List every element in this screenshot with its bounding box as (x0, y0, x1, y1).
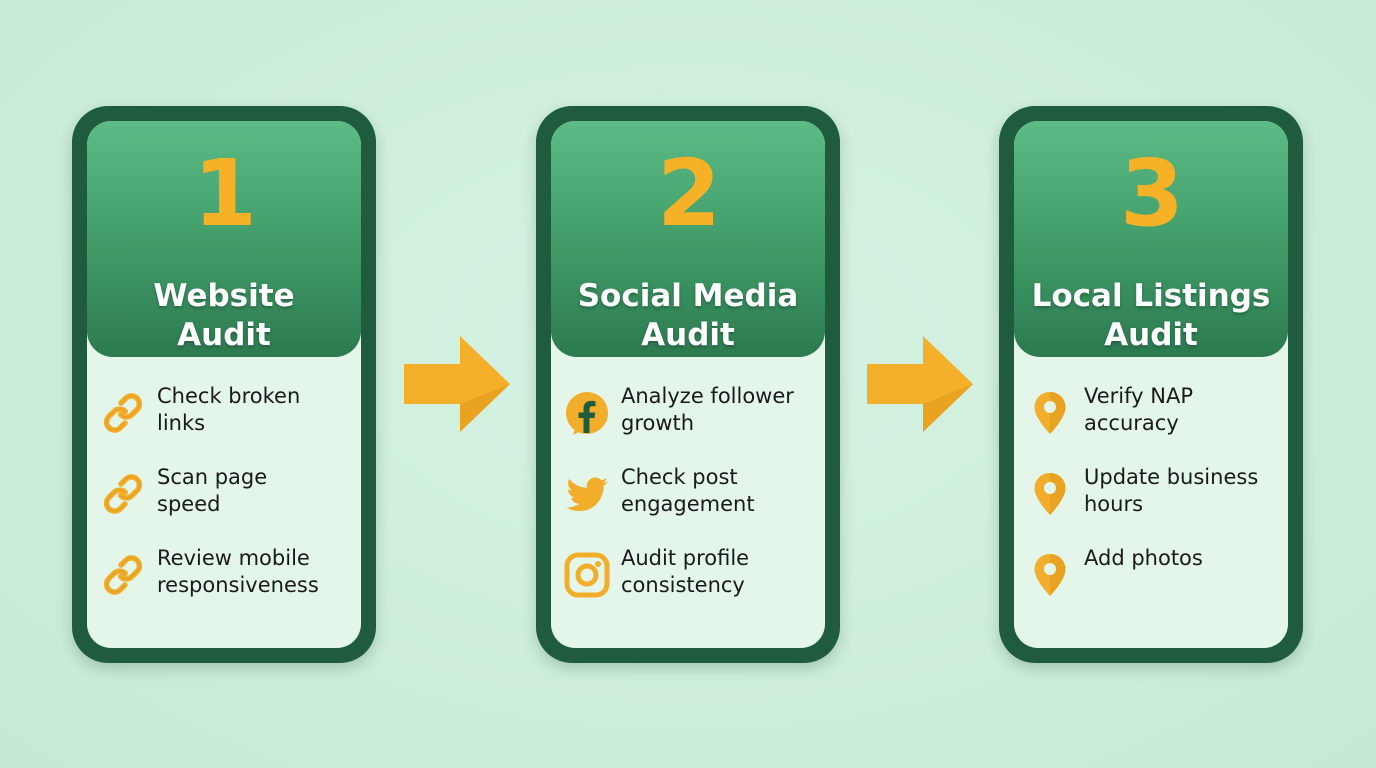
item-text-line1: Audit profile (621, 546, 750, 570)
item-text-line1: Check broken (157, 384, 301, 408)
step-title-line1: Local Listings (1031, 278, 1271, 314)
step-card-inner: 2 Social Media Audit Analyze follower gr… (551, 121, 825, 648)
list-item: Check post engagement (563, 464, 817, 545)
list-item: Verify NAP accuracy (1026, 383, 1280, 464)
step-number: 1 (192, 140, 257, 247)
item-text-line1: Check post (621, 465, 738, 489)
instagram-icon (563, 551, 611, 599)
item-text-line2: responsiveness (157, 573, 319, 597)
item-text: Check broken links (157, 383, 353, 437)
list-item: Scan page speed (99, 464, 353, 545)
location-pin-icon (1026, 470, 1074, 518)
link-icon (99, 551, 147, 599)
item-text-line2: engagement (621, 492, 755, 516)
location-pin-icon (1026, 551, 1074, 599)
facebook-icon (563, 389, 611, 437)
item-text: Verify NAP accuracy (1084, 383, 1280, 437)
step-title: Local Listings Audit (1014, 277, 1288, 355)
step-title: Website Audit (87, 277, 361, 355)
step-item-list: Analyze follower growth Check post engag… (563, 383, 817, 626)
step-card-header: 3 Local Listings Audit (1014, 121, 1288, 357)
step-title-line2: Audit (1104, 317, 1198, 353)
list-item: Audit profile consistency (563, 545, 817, 626)
link-icon (99, 470, 147, 518)
item-text-line1: Scan page (157, 465, 268, 489)
item-text: Check post engagement (621, 464, 817, 518)
step-card-social-media-audit: 2 Social Media Audit Analyze follower gr… (536, 106, 840, 663)
item-text-line1: Verify NAP (1084, 384, 1193, 408)
step-card-local-listings-audit: 3 Local Listings Audit Verify NAP accura… (999, 106, 1303, 663)
location-pin-icon (1026, 389, 1074, 437)
arrow-right-icon (867, 336, 973, 432)
step-item-list: Verify NAP accuracy Update business hour… (1026, 383, 1280, 626)
twitter-icon (563, 470, 611, 518)
step-title-line1: Social Media (577, 278, 799, 314)
item-text-line2: accuracy (1084, 411, 1179, 435)
item-text-line2: speed (157, 492, 221, 516)
step-title-line2: Audit (641, 317, 735, 353)
item-text-line1: Analyze follower (621, 384, 794, 408)
list-item: Check broken links (99, 383, 353, 464)
arrow-right-icon (404, 336, 510, 432)
step-number: 2 (656, 140, 721, 247)
item-text-line1: Review mobile (157, 546, 310, 570)
step-item-list: Check broken links Scan page speed Revie… (99, 383, 353, 626)
item-text: Add photos (1084, 545, 1280, 572)
list-item: Update business hours (1026, 464, 1280, 545)
step-title: Social Media Audit (551, 277, 825, 355)
item-text: Audit profile consistency (621, 545, 817, 599)
item-text-line2: growth (621, 411, 695, 435)
list-item: Analyze follower growth (563, 383, 817, 464)
step-card-inner: 1 Website Audit Check broken links Scan … (87, 121, 361, 648)
list-item: Add photos (1026, 545, 1280, 626)
item-text: Update business hours (1084, 464, 1280, 518)
step-number: 3 (1119, 140, 1184, 247)
step-card-header: 2 Social Media Audit (551, 121, 825, 357)
link-icon (99, 389, 147, 437)
step-card-inner: 3 Local Listings Audit Verify NAP accura… (1014, 121, 1288, 648)
item-text: Analyze follower growth (621, 383, 817, 437)
step-title-line2: Audit (177, 317, 271, 353)
item-text-line2: consistency (621, 573, 745, 597)
item-text-line2: links (157, 411, 206, 435)
step-card-website-audit: 1 Website Audit Check broken links Scan … (72, 106, 376, 663)
item-text-line2: hours (1084, 492, 1144, 516)
item-text: Review mobile responsiveness (157, 545, 353, 599)
step-card-header: 1 Website Audit (87, 121, 361, 357)
item-text-line1: Update business (1084, 465, 1259, 489)
list-item: Review mobile responsiveness (99, 545, 353, 626)
step-title-line1: Website (153, 278, 295, 314)
item-text: Scan page speed (157, 464, 353, 518)
item-text-line1: Add photos (1084, 546, 1203, 570)
